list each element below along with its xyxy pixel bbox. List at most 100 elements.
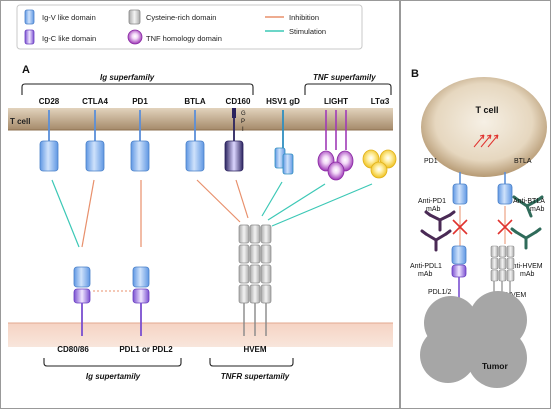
ligand-label-cd80-86: CD80/86 [57, 345, 89, 354]
receptor-btla [185, 110, 205, 172]
hvem-cys-4b [249, 284, 261, 304]
panel-b-pd1-label: PD1 [424, 158, 438, 165]
anti-pdl1-label-line2: mAb [418, 271, 433, 278]
receptor-labels: CD28 CTLA4 PD1 BTLA CD160 HSV1 gD LIGHT … [39, 97, 390, 106]
cd80-igv-domain [73, 266, 91, 288]
hvem-cys-1a [238, 224, 250, 244]
legend-igc-swatch [24, 29, 35, 45]
tumor-core [445, 318, 501, 364]
hvem-cys-1c [260, 224, 272, 244]
legend-cys-swatch [128, 9, 141, 25]
legend-box [16, 4, 363, 50]
b-hvem-cys-4 [490, 257, 499, 270]
cd80-igc-domain [73, 288, 91, 304]
lta3-domain-3 [370, 161, 388, 179]
receptor-pd1 [130, 110, 150, 172]
ctla4-igv-domain [85, 140, 105, 172]
panel-b-hvem-label: HVEM [506, 292, 526, 299]
anti-hvem-label-line1: Anti-HVEM [508, 263, 543, 270]
panel-b-btla [497, 172, 513, 205]
ig-superfamily-top-label: Ig superfamily [100, 73, 155, 82]
anti-hvem-label-line2: mAb [520, 271, 535, 278]
anti-btla-label-line1: Anti-BTLA [513, 198, 545, 205]
ctla4-to-cd80-inhibition [81, 179, 95, 248]
hvem-cys-3b [249, 264, 261, 284]
cd160-to-hvem-inhibition [235, 179, 249, 219]
anti-pdl1-antibody-icon [420, 229, 452, 252]
light-tnf-domain-3 [327, 161, 345, 181]
tcell-band-label: T cell [10, 117, 30, 126]
hvem-cys-2a [238, 244, 250, 264]
hvem-cys-1b [249, 224, 261, 244]
receptor-label-lta3: LTα3 [371, 97, 390, 106]
cd160-domain [224, 140, 244, 172]
ligand-label-hvem: HVEM [243, 345, 266, 354]
hvem-cys-3a [238, 264, 250, 284]
btla-igv-domain [185, 140, 205, 172]
receptor-label-light: LIGHT [324, 97, 348, 106]
apc-membrane-band [8, 323, 393, 347]
receptor-label-ctla4: CTLA4 [82, 97, 108, 106]
panel-b-pdl [451, 245, 467, 300]
panel-b-tcell-label: T cell [475, 105, 498, 115]
signal-arrow-1 [473, 134, 485, 148]
tnfr-superfamily-bottom-label: TNFR supertamily [221, 372, 290, 381]
receptor-ctla4 [85, 110, 105, 172]
ig-superfamily-bracket-top [21, 83, 254, 95]
b-hvem-cys-1 [490, 245, 499, 258]
tcell-membrane-band [8, 108, 393, 130]
anti-btla-label-line2: mAb [530, 206, 545, 213]
ligand-cd80-86 [73, 266, 91, 336]
b-block-x-left-icon [452, 219, 468, 235]
b-pdl-igv-domain [451, 245, 467, 265]
gpi-letter-p: P [241, 119, 245, 125]
pd1-igv-domain [130, 140, 150, 172]
light-to-hvem-stimulation [267, 183, 326, 221]
signal-arrow-3 [487, 134, 499, 148]
pdl-igc-domain [132, 288, 150, 304]
receptor-label-cd28: CD28 [39, 97, 60, 106]
panel-b-pd1 [452, 172, 468, 205]
tnf-superfamily-bracket-top [304, 83, 392, 95]
ligand-light [317, 110, 354, 181]
pdl-igv-domain [132, 266, 150, 288]
ligand-label-pdl: PDL1 or PDL2 [119, 345, 173, 354]
receptor-cd28 [39, 110, 59, 172]
lta3-to-hvem-stimulation [271, 183, 373, 227]
anti-pd1-label-line1: Anti-PD1 [418, 198, 446, 205]
panel-a-label: A [22, 64, 30, 76]
receptor-label-pd1: PD1 [132, 97, 148, 106]
ligand-pdl [132, 266, 150, 336]
tnf-superfamily-top-label: TNF superfamily [313, 73, 376, 82]
legend: Ig-V like domain Ig-C like domain Cystei… [16, 4, 363, 50]
interaction-lines [51, 179, 373, 292]
btla-to-hvem-inhibition [196, 179, 241, 223]
hvem-cys-2c [260, 244, 272, 264]
b-hvem-cys-8 [498, 269, 507, 282]
legend-stimulation-label: Stimulation [289, 27, 326, 36]
hsv1-to-hvem-stimulation [261, 181, 283, 217]
receptor-label-hsv1-gd: HSV1 gD [266, 97, 300, 106]
hvem-cys-3c [260, 264, 272, 284]
ligand-lta3 [362, 149, 397, 179]
hvem-cys-4a [238, 284, 250, 304]
signal-arrow-2 [480, 134, 492, 148]
panel-b-pdl-label: PDL1/2 [428, 289, 451, 296]
b-hvem-cys-2 [498, 245, 507, 258]
legend-igv-swatch [24, 9, 35, 25]
b-pdl-igc-domain [451, 264, 467, 278]
legend-cys-label: Cysteine-rich domain [146, 13, 216, 22]
panel-b-label: B [411, 68, 419, 80]
panel-b-btla-label: BTLA [514, 158, 532, 165]
anti-pd1-label-line2: mAb [426, 206, 441, 213]
legend-igc-label: Ig-C like domain [42, 34, 96, 43]
panel-b-tumor-label: Tumor [482, 361, 509, 371]
tcell-signal-arrows [473, 134, 499, 148]
cd28-to-cd80-stimulation [51, 179, 80, 248]
receptor-cd160: G P I [224, 108, 246, 172]
b-hvem-cys-9 [506, 269, 515, 282]
receptor-label-btla: BTLA [184, 97, 206, 106]
hsv1-gd-domain-2 [282, 153, 294, 175]
gpi-letter-g: G [241, 111, 246, 117]
b-hvem-cys-3 [506, 245, 515, 258]
